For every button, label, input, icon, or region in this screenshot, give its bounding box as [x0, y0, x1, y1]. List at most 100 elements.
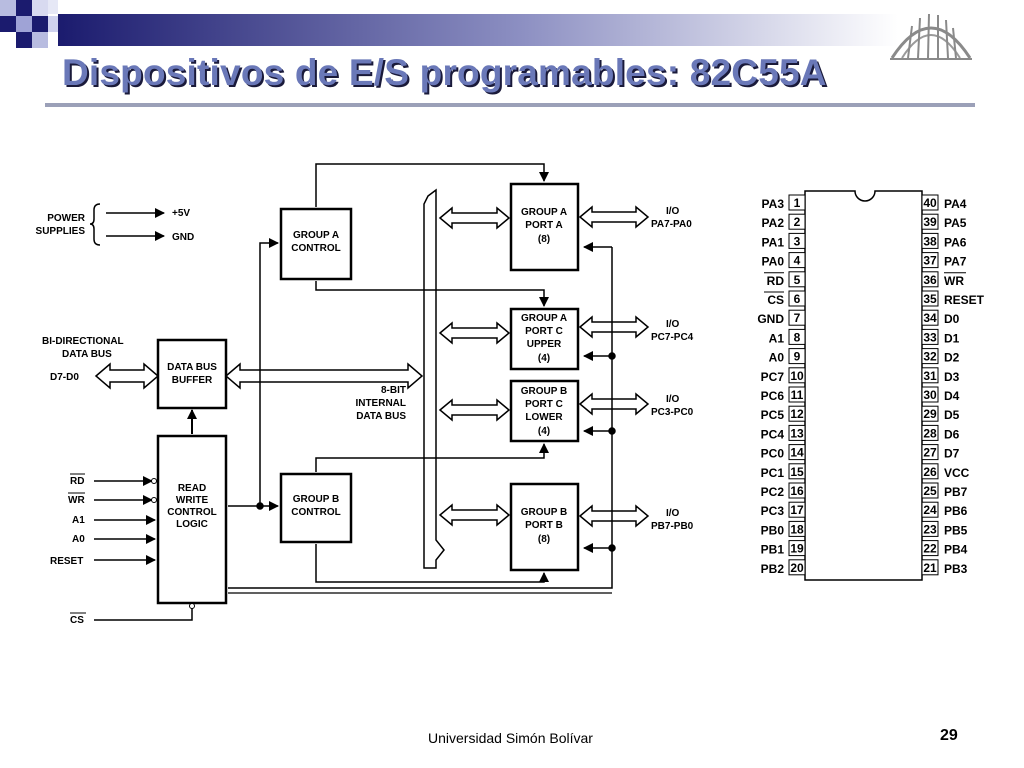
pin-box-left: [788, 559, 806, 576]
group-control-lines: [228, 163, 616, 594]
group-a-control-line1: GROUP A: [293, 230, 339, 241]
gnd-label: GND: [172, 232, 194, 243]
pin-box-left: [788, 194, 806, 211]
pin-box-left: [788, 463, 806, 480]
data-bus-buffer-block: [156, 338, 228, 410]
a0-input-label: A0: [72, 534, 85, 545]
pin-number-right: 35: [923, 292, 937, 306]
pin-name-left: PC3: [761, 504, 785, 518]
io-cu-label: I/O: [666, 319, 680, 330]
pin-name-right: D2: [944, 351, 960, 365]
port-c-lower-line2: PORT C: [525, 399, 563, 410]
pin-box-right: [921, 271, 939, 288]
pin-name-right: D6: [944, 427, 960, 441]
pin-box-right: [921, 232, 939, 249]
pin-box-right: [921, 328, 939, 345]
pin-number-left: 11: [791, 388, 804, 402]
supplies-label: SUPPLIES: [36, 226, 86, 237]
port-c-upper-line3: UPPER: [527, 339, 562, 350]
pin-number-left: 19: [790, 542, 804, 556]
pin-number-right: 39: [923, 215, 937, 229]
chip-body: [804, 190, 923, 581]
pin-number-left: 16: [790, 484, 804, 498]
pin-number-right: 34: [923, 311, 937, 325]
data-bus-buffer-line2: BUFFER: [172, 375, 213, 386]
pin-name-left: PC0: [761, 447, 785, 461]
pin-number-right: 38: [923, 234, 937, 248]
internal-to-port-arrows: [438, 206, 511, 527]
io-a-label: I/O: [666, 206, 680, 217]
left-pins: 1PA32PA23PA14PA05RD6CS7GND8A19A010PC711P…: [757, 194, 806, 576]
pin-box-right: [921, 501, 939, 518]
internal-bus-line3: DATA BUS: [356, 411, 406, 422]
pin-number-right: 31: [923, 369, 937, 383]
buffer-internal-arrow: [224, 362, 424, 390]
wr-input-label: WR: [68, 495, 85, 506]
pin-name-left: A1: [769, 331, 785, 345]
port-c-upper-line2: PORT C: [525, 326, 563, 337]
pin-box-left: [788, 405, 806, 422]
pin-number-left: 15: [790, 465, 804, 479]
pin-box-right: [921, 290, 939, 307]
pin-name-left: PC4: [761, 427, 785, 441]
pin-name-right: PB3: [944, 562, 968, 576]
read-write-control-block: [156, 434, 228, 605]
pin-box-right: [921, 213, 939, 230]
pin-box-left: [788, 271, 806, 288]
pin-name-left: PC5: [761, 408, 785, 422]
group-a-control-line2: CONTROL: [291, 243, 340, 254]
pin-number-left: 9: [794, 350, 801, 364]
pin-name-left: PC6: [761, 389, 785, 403]
port-a-line1: GROUP A: [521, 207, 567, 218]
pin-number-left: 18: [790, 522, 804, 536]
pin-name-left: RD: [767, 274, 785, 288]
pin-box-left: [788, 213, 806, 230]
data-bus-label: DATA BUS: [62, 349, 112, 360]
internal-data-bus: [423, 188, 445, 569]
pin-name-right: D1: [944, 331, 960, 345]
pin-number-right: 27: [923, 446, 937, 460]
pin-name-left: PA1: [762, 235, 785, 249]
pin-number-right: 24: [923, 503, 937, 517]
pin-box-right: [921, 540, 939, 557]
a1-input-label: A1: [72, 515, 85, 526]
pin-name-left: GND: [757, 312, 784, 326]
pinout-diagram: 1PA32PA23PA14PA05RD6CS7GND8A19A010PC711P…: [757, 190, 985, 581]
pin-box-left: [788, 348, 806, 365]
slide-title: Dispositivos de E/S programables: 82C55A: [62, 52, 827, 93]
pin-name-right: PB5: [944, 523, 968, 537]
port-c-lower-line3: LOWER: [525, 412, 563, 423]
pin-number-right: 23: [923, 522, 937, 536]
pin-number-left: 8: [794, 330, 801, 344]
pin-number-left: 7: [794, 311, 801, 325]
pin-name-right: PB6: [944, 504, 968, 518]
pin-box-right: [921, 367, 939, 384]
pin-box-right: [921, 559, 939, 576]
pin-number-right: 37: [923, 254, 937, 268]
port-c-lower-block: [509, 379, 580, 443]
io-b-label: I/O: [666, 508, 680, 519]
pin-name-left: A0: [769, 351, 785, 365]
pin-box-right: [921, 520, 939, 537]
pin-box-left: [788, 309, 806, 326]
io-a-pins: PA7-PA0: [651, 219, 692, 230]
pin-name-right: D3: [944, 370, 960, 384]
port-a-line3: (8): [538, 234, 550, 245]
control-inputs: RD WR A1 A0 RESET CS: [50, 473, 195, 626]
pin-name-right: PA7: [944, 255, 967, 269]
pin-name-left: PB2: [761, 562, 785, 576]
pin-name-right: D7: [944, 447, 960, 461]
pin-name-left: PA3: [762, 197, 785, 211]
block-diagram: POWER SUPPLIES +5V GND BI-DIRECTIONAL DA…: [36, 163, 985, 626]
pin-number-left: 5: [794, 273, 801, 287]
port-c-lower-line4: (4): [538, 426, 550, 437]
port-b-block: [509, 482, 580, 572]
header-gradient-bar: [0, 0, 898, 48]
pin-number-right: 29: [923, 407, 937, 421]
pin-number-left: 20: [790, 561, 804, 575]
pin-box-right: [921, 405, 939, 422]
pin-box-right: [921, 309, 939, 326]
data-bus-buffer-line1: DATA BUS: [167, 362, 217, 373]
pin-box-right: [921, 444, 939, 461]
pin-number-right: 30: [923, 388, 937, 402]
